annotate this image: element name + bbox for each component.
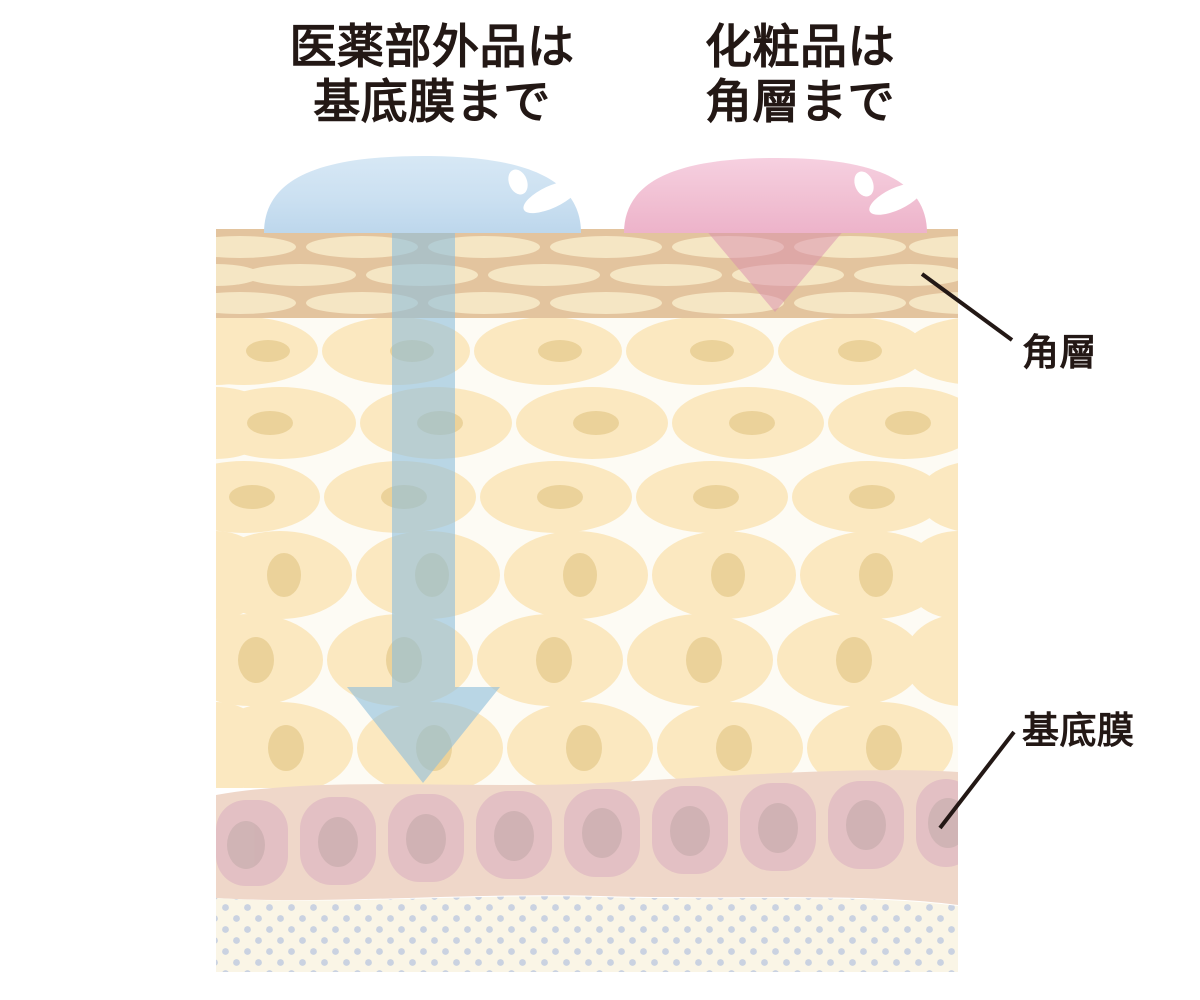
- leader-line-basal: [938, 730, 1016, 830]
- droplet-cosmetic: [624, 158, 927, 233]
- label-stratum-corneum: 角層: [1022, 331, 1097, 374]
- layer-stratum-corneum: [216, 229, 958, 318]
- leader-line-corneum: [920, 272, 1014, 342]
- title-cosmetic: 化粧品は 角層まで: [705, 20, 895, 131]
- title-quasi-drug: 医薬部外品は 基底膜まで: [289, 20, 575, 131]
- layer-basal-membrane: [216, 770, 958, 905]
- arrow-cosmetic-penetration: [705, 229, 845, 312]
- arrow-quasi-drug-penetration: [347, 229, 500, 783]
- label-basement-membrane: 基底膜: [1022, 709, 1135, 752]
- droplet-quasi-drug: [264, 156, 581, 233]
- layer-dermis: [216, 896, 958, 972]
